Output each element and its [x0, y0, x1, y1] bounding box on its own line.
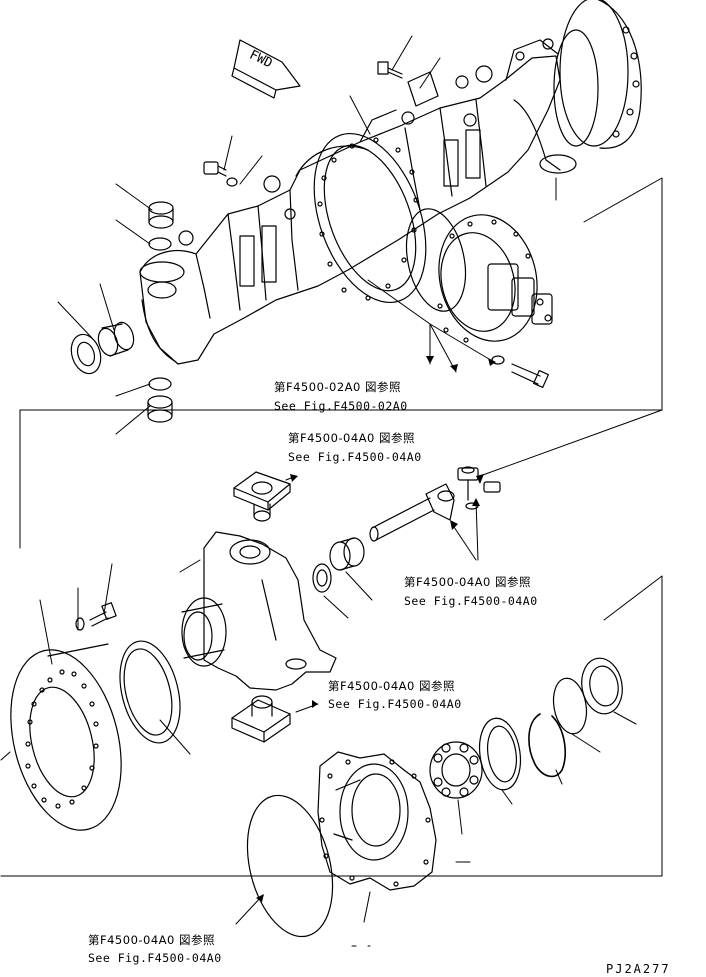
- bolt: [511, 363, 550, 389]
- callout-4-en: See Fig.F4500-04A0: [328, 697, 462, 711]
- bushing-bottom: [147, 395, 173, 423]
- axle-shaft: [369, 466, 501, 542]
- small-bolt-top: [377, 61, 403, 79]
- large-o-ring: [246, 794, 334, 938]
- oil-seal-left: [70, 333, 102, 375]
- bushing-top: [148, 201, 174, 229]
- leader-arrowheads: [256, 356, 496, 902]
- spacer-plate: [407, 71, 439, 107]
- housing-face-ring: [313, 132, 427, 304]
- leader-lines: [0, 35, 663, 947]
- callout-5-jp: 第F4500-04A0 図参照: [88, 933, 216, 947]
- dust-seal-ring: [119, 640, 181, 744]
- king-pin-plate-lower: [231, 695, 291, 743]
- drawing-code: PJ2A277: [606, 962, 671, 976]
- king-pin-plate-upper: [233, 471, 291, 522]
- brake-disc: [10, 643, 122, 831]
- callout-3-jp: 第F4500-04A0 図参照: [404, 575, 532, 589]
- knuckle-bolt: [89, 602, 117, 627]
- shim-bottom: [148, 377, 172, 391]
- needle-bearing: [329, 537, 365, 571]
- hub-bearing: [429, 741, 483, 799]
- bushing-left: [97, 321, 135, 357]
- callout-5-en: See Fig.F4500-04A0: [88, 951, 222, 965]
- wheel-hub: [317, 751, 437, 891]
- outer-seal: [478, 717, 522, 791]
- differential-assembly: [437, 214, 553, 343]
- small-gasket: [226, 177, 238, 187]
- o-ring: [405, 208, 467, 312]
- knuckle-seal: [312, 563, 332, 593]
- callout-3-en: See Fig.F4500-04A0: [404, 594, 538, 608]
- shim-top: [148, 237, 172, 251]
- fwd-arrow-icon: [231, 39, 301, 99]
- callout-2-en: See Fig.F4500-04A0: [288, 450, 422, 464]
- cap-seal: [581, 657, 623, 715]
- steering-knuckle: [181, 531, 337, 691]
- callout-1-jp: 第F4500-02A0 図参照: [274, 380, 402, 394]
- snap-ring: [528, 713, 566, 778]
- shim-ring: [552, 677, 588, 735]
- breather-plug: [203, 161, 227, 177]
- lock-washer: [75, 617, 85, 631]
- axle-housing: [139, 0, 642, 365]
- callout-4-jp: 第F4500-04A0 図参照: [328, 679, 456, 693]
- callout-2-jp: 第F4500-04A0 図参照: [288, 431, 416, 445]
- callout-1-en: See Fig.F4500-02A0: [274, 399, 408, 413]
